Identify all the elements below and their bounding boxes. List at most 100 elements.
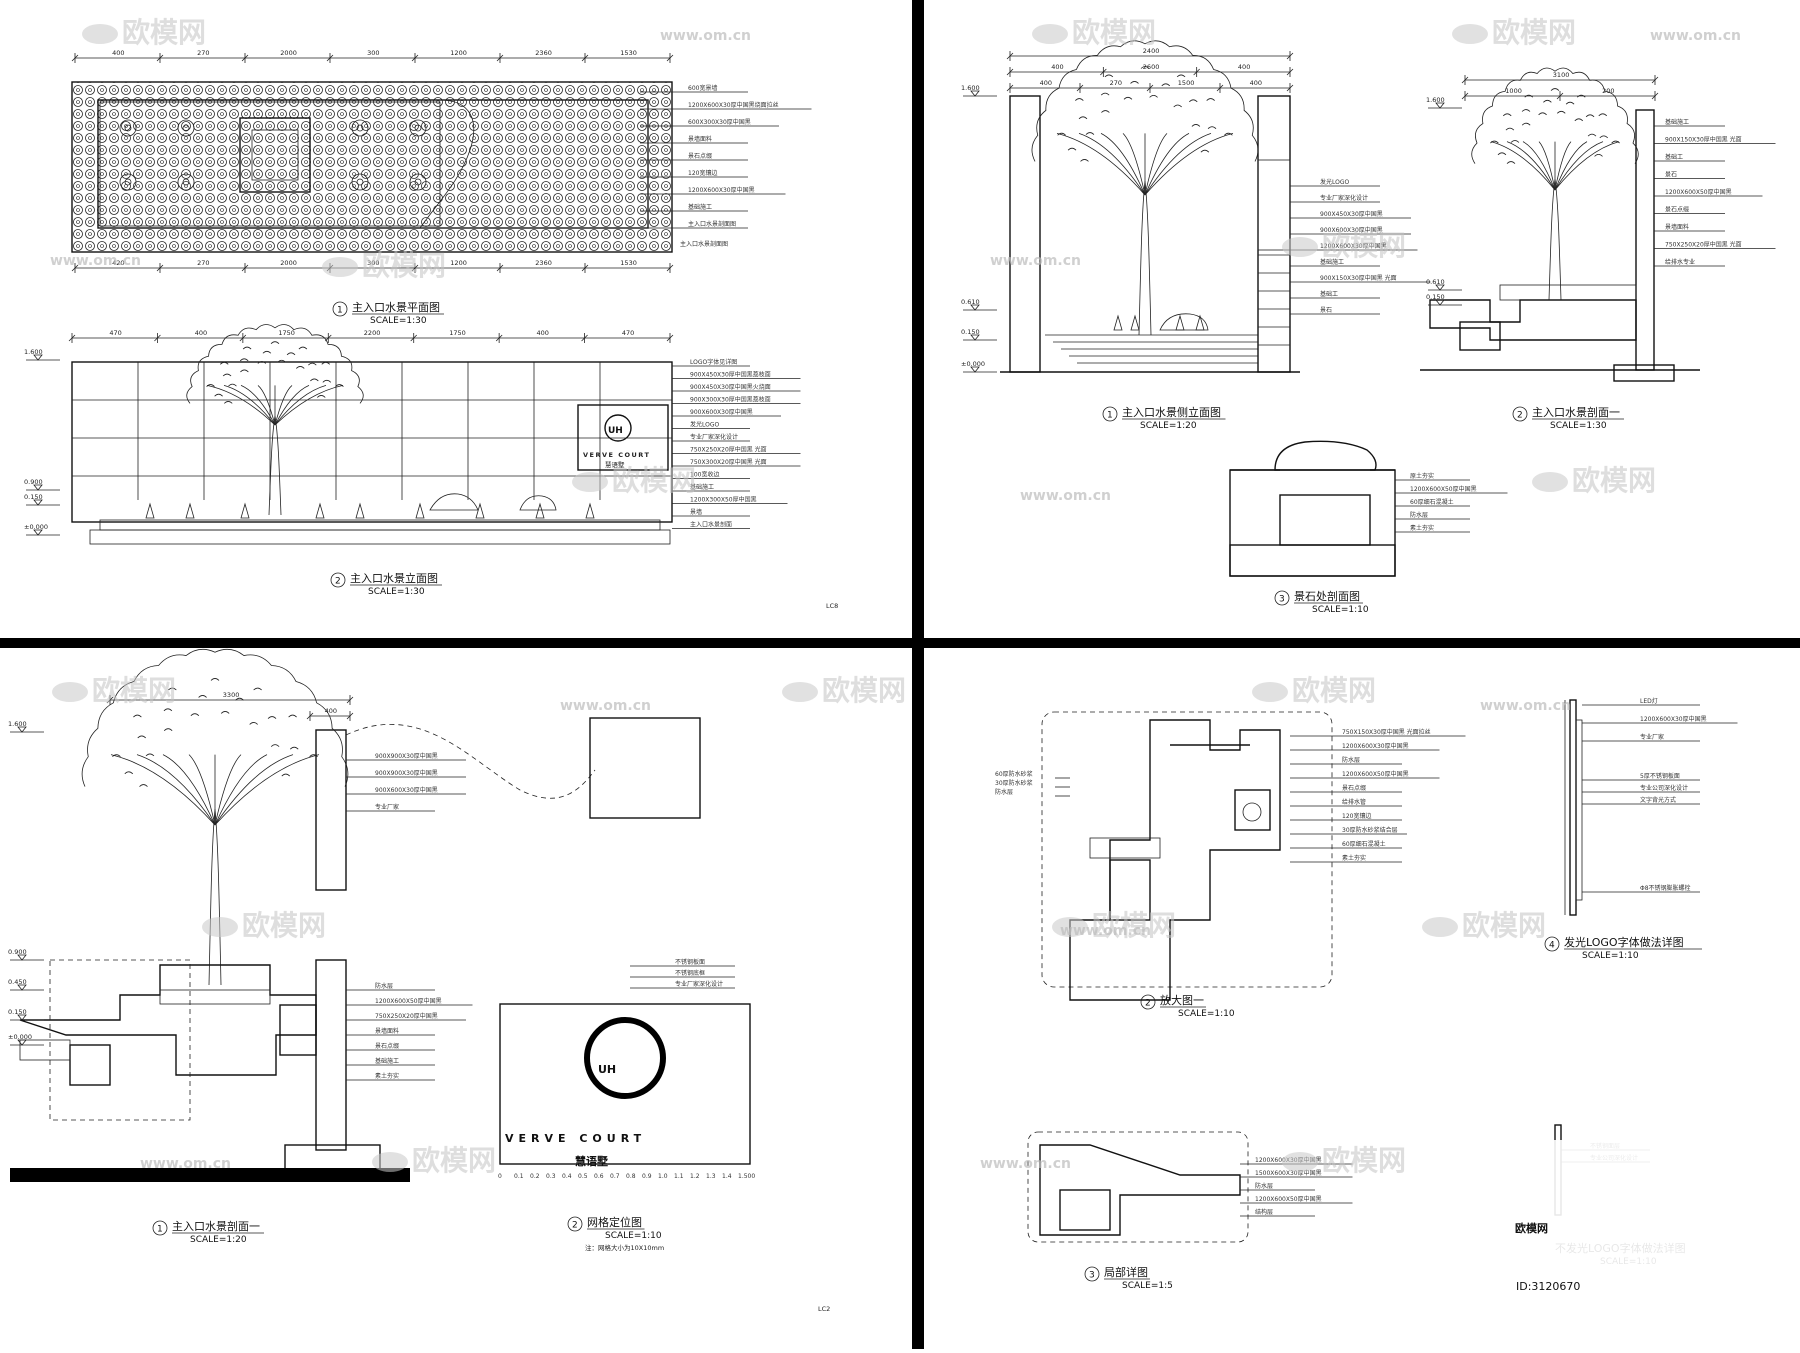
bl-lower-note: 防水层 xyxy=(375,982,393,990)
tree-branch xyxy=(110,754,216,826)
elevation-material-note: 750X300X20厚中国黑 光面 xyxy=(690,458,767,466)
dimension-text: 2000 xyxy=(280,259,297,267)
view-number-circle xyxy=(1544,936,1560,952)
logo-detail-note: 专业公司深化设计 xyxy=(1640,784,1688,792)
view-number-circle xyxy=(330,572,346,588)
view-number-circle xyxy=(332,301,348,317)
bl-sump-left xyxy=(69,1044,111,1086)
elevation-shrub xyxy=(475,502,485,519)
elevation-material-note: 900X450X30厚中国黑火烧面 xyxy=(690,383,771,391)
view-number: 2 xyxy=(1145,999,1151,1009)
watermark-logo xyxy=(1452,24,1488,44)
tree-canopy xyxy=(1031,40,1259,162)
tree-branch xyxy=(1144,133,1168,196)
view-number: 2 xyxy=(1517,411,1523,421)
view-title: 主入口水景侧立面图 xyxy=(1122,405,1221,419)
view-number-circle xyxy=(567,1216,583,1232)
tree-leaf-mark xyxy=(1497,152,1507,156)
enlarged-note: 1200X600X50厚中国黑 xyxy=(1342,770,1409,778)
tree-leaf-mark xyxy=(1556,110,1566,114)
side-elev-note: 900X600X30厚中国黑 xyxy=(1320,226,1383,234)
separator-vertical xyxy=(912,0,924,1349)
view-number-circle xyxy=(1084,1266,1100,1282)
section-note: 给排水专业 xyxy=(1665,258,1695,266)
elevation-shrub xyxy=(535,502,545,519)
watermark-site-text: 欧模网 xyxy=(822,674,906,707)
bl-lower-note: 景墙面料 xyxy=(375,1027,399,1035)
view-scale: SCALE=1:30 xyxy=(1550,421,1607,431)
view-number: 4 xyxy=(1549,941,1555,951)
tree-trunk xyxy=(1138,180,1152,336)
bl-upper-note: 900X900X30厚中国黑 xyxy=(375,752,438,760)
level-text: 1.600 xyxy=(961,84,980,92)
tree-branch xyxy=(1490,141,1556,191)
bl-tree xyxy=(81,648,349,986)
bl-detail-bubble xyxy=(589,717,701,819)
tree-branch xyxy=(136,754,216,826)
view-title: 局部详图 xyxy=(1104,1265,1148,1279)
tree-leaf-mark xyxy=(1505,127,1515,131)
level-mark xyxy=(970,90,980,97)
tree-leaf-mark xyxy=(198,695,207,698)
elevation-base xyxy=(89,529,671,545)
tree-branch xyxy=(1078,133,1146,196)
watermark-site-text: 欧模网 xyxy=(612,464,696,497)
tree-leaf-mark xyxy=(219,361,229,365)
level-mark xyxy=(1435,299,1445,306)
tree-leaf-mark xyxy=(1080,159,1089,162)
watermark-site-text: 欧模网 xyxy=(1292,674,1376,707)
plan-material-note: 主入口水景剖面图 xyxy=(688,220,736,228)
tree-trunk xyxy=(268,415,282,516)
enlarged-note: 30厚防水砂浆结合层 xyxy=(1342,826,1398,834)
tree-leaf-mark xyxy=(242,346,252,350)
dimension-text: 2000 xyxy=(280,49,297,57)
side-elev-rock xyxy=(1159,313,1209,331)
section-note: 900X150X30厚中国黑 光面 xyxy=(1665,136,1742,144)
watermark-url: www.om.cn xyxy=(1480,698,1571,714)
grid-tick-label: 0.9 xyxy=(642,1173,652,1180)
level-text: 1.600 xyxy=(1426,96,1445,104)
page-number: LC8 xyxy=(826,602,838,610)
dimension-text: 400 xyxy=(1051,63,1063,71)
elevation-material-note: 750X250X20厚中国黑 光面 xyxy=(690,446,767,454)
watermark-site-text: 欧模网 xyxy=(1462,909,1546,942)
level-text: 0.610 xyxy=(961,298,980,306)
watermark-site-text: 欧模网 xyxy=(122,16,206,49)
tree-branch xyxy=(206,385,276,426)
partial-detail-cavity xyxy=(1059,1189,1111,1231)
dimension-text: 400 xyxy=(1250,79,1262,87)
watermark-url: www.om.cn xyxy=(560,698,651,714)
tree-leaf-mark xyxy=(1173,104,1182,108)
plan-border-pattern xyxy=(72,82,672,252)
view-number: 2 xyxy=(335,577,341,587)
watermark-logo xyxy=(1282,237,1318,257)
tree-leaf-mark xyxy=(239,358,249,362)
tree-leaf-mark xyxy=(1543,99,1552,103)
level-text: 1.600 xyxy=(8,720,27,728)
bl-upper-note: 900X900X30厚中国黑 xyxy=(375,769,438,777)
dimension-text: 1750 xyxy=(278,329,295,337)
tree-leaf-mark xyxy=(1506,161,1516,164)
level-mark xyxy=(17,984,27,991)
grid-logo-brand: VERVE COURT xyxy=(505,1132,646,1145)
plan-water-surface xyxy=(419,99,649,229)
side-elev-shrub xyxy=(1113,314,1123,331)
plan-ornament-core xyxy=(414,178,422,186)
side-elev-wall-right xyxy=(1257,95,1291,373)
tree-leaf-mark xyxy=(163,728,173,732)
watermark-url: www.om.cn xyxy=(1020,488,1111,504)
grid-tick-label: 0.3 xyxy=(546,1173,556,1180)
tree-branch xyxy=(162,754,216,826)
plan-material-note: 600宽景墙 xyxy=(688,84,717,92)
grid-note: 专业厂家深化设计 xyxy=(675,980,723,988)
plan-ornament-core xyxy=(414,124,422,132)
view-number-circle xyxy=(1512,406,1528,422)
tree-leaf-mark xyxy=(1598,113,1608,117)
dimension-text: 300 xyxy=(367,49,379,57)
tree-leaf-mark xyxy=(1100,92,1110,96)
bl-lower-note: 素土夯实 xyxy=(375,1072,399,1080)
tree-branch xyxy=(214,754,320,826)
plan-material-note: 景墙面料 xyxy=(688,135,712,143)
dimension-text: 1500 xyxy=(1178,79,1195,87)
